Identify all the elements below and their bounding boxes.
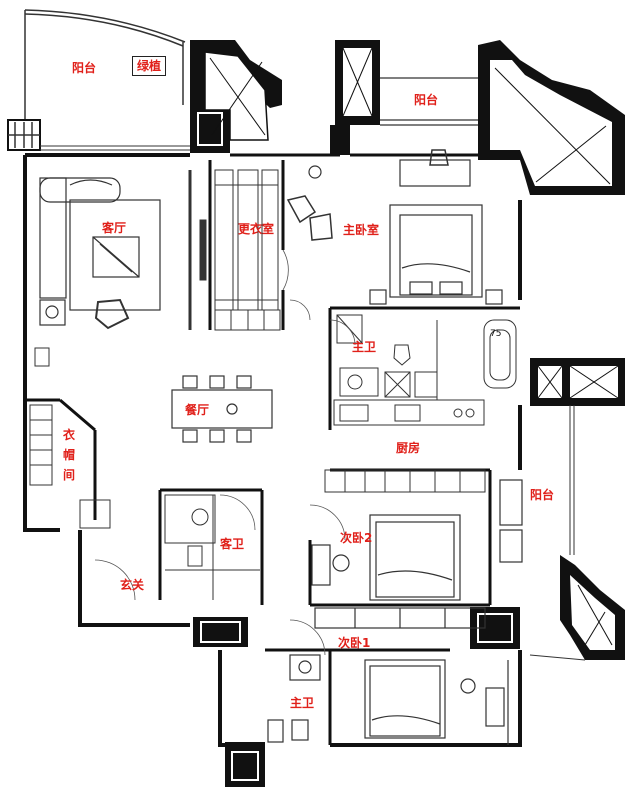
fixture-label-bathtub: 75 bbox=[490, 329, 502, 339]
room-label-second-bedroom-2: 次卧2 bbox=[340, 531, 373, 545]
room-label-balcony-e: 阳台 bbox=[530, 488, 555, 502]
balcony-n bbox=[380, 77, 478, 126]
kitchen-fixtures bbox=[324, 399, 486, 493]
bay-ne bbox=[478, 40, 625, 195]
bedroom2-furniture bbox=[311, 479, 523, 629]
cloakroom-fixtures bbox=[29, 347, 111, 529]
columns bbox=[190, 105, 520, 787]
room-label-kitchen: 厨房 bbox=[396, 441, 421, 455]
dining-fixtures bbox=[171, 375, 273, 443]
room-label-walk-in-closet: 更衣室 bbox=[238, 222, 275, 236]
closet-fixtures bbox=[188, 169, 281, 331]
room-label-dining-room: 餐厅 bbox=[185, 403, 210, 417]
room-label-cloakroom: 衣帽间 bbox=[62, 428, 75, 482]
guest-bath-fixtures bbox=[164, 494, 260, 600]
exterior-walls bbox=[23, 153, 522, 747]
room-label-bath-2: 主卫 bbox=[290, 696, 315, 710]
interior-walls bbox=[27, 153, 520, 745]
master-bedroom-furniture bbox=[286, 149, 503, 305]
door-swings bbox=[94, 249, 356, 656]
room-label-master-bedroom: 主卧室 bbox=[343, 223, 380, 237]
room-label-master-bath: 主卫 bbox=[352, 340, 377, 354]
balcony-nw bbox=[7, 9, 190, 151]
bay-window-nw bbox=[190, 40, 282, 141]
living-room-furniture bbox=[39, 177, 161, 330]
room-label-second-bedroom-1: 次卧1 bbox=[338, 636, 371, 650]
bay-n-left bbox=[330, 40, 380, 155]
room-label-guest-bath: 客卫 bbox=[220, 537, 245, 551]
room-label-balcony-n: 阳台 bbox=[414, 93, 439, 107]
room-label-planter: 绿植 bbox=[132, 56, 167, 76]
room-label-living-room: 客厅 bbox=[102, 221, 127, 235]
master-bath-fixtures bbox=[336, 314, 517, 400]
room-label-balcony-nw: 阳台 bbox=[72, 61, 97, 75]
balcony-east bbox=[529, 358, 625, 661]
bedroom1-furniture bbox=[267, 654, 509, 745]
room-label-foyer: 玄关 bbox=[120, 578, 145, 592]
